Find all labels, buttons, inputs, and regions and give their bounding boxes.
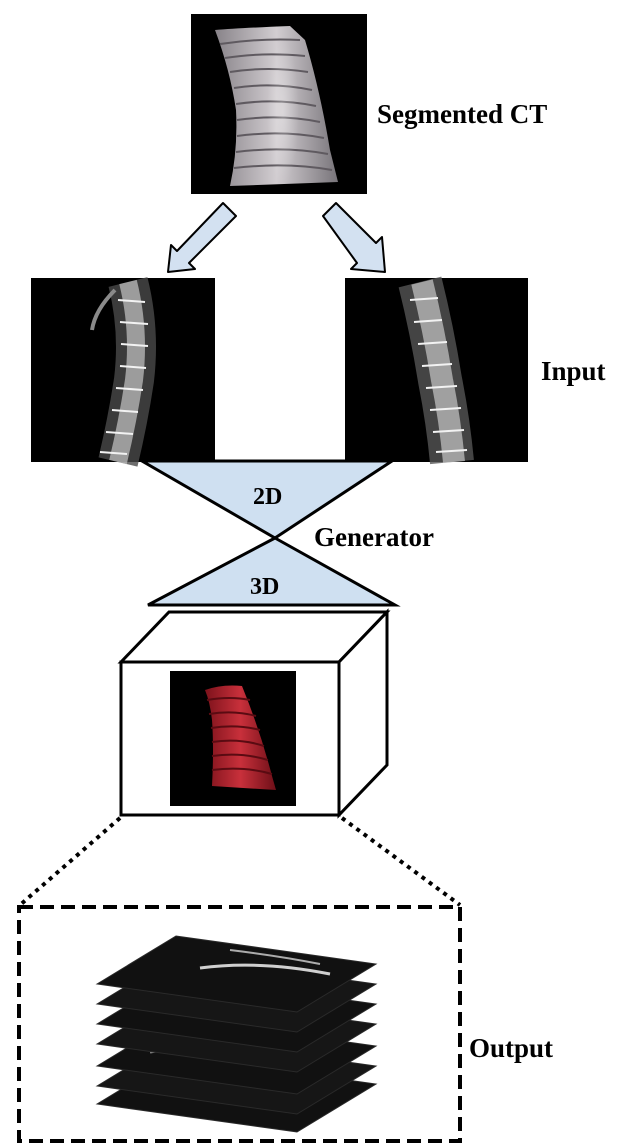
- arrow-right: [323, 203, 385, 272]
- segmented-ct-image: [191, 14, 367, 194]
- input-xray-lateral: [345, 278, 528, 462]
- zoom-line-left: [20, 818, 120, 905]
- output-label: Output: [469, 1033, 553, 1063]
- input-label: Input: [541, 356, 606, 386]
- stage-2d-label: 2D: [253, 484, 282, 510]
- generated-spine-render: [170, 671, 296, 806]
- output-volume-cube: [121, 612, 387, 815]
- input-xray-frontal: [31, 278, 215, 462]
- segmented-ct-label: Segmented CT: [377, 99, 547, 129]
- stage-3d-label: 3D: [250, 574, 279, 600]
- zoom-line-right: [342, 818, 460, 905]
- arrow-left: [168, 203, 236, 272]
- output-slice-stack: [97, 936, 376, 1132]
- generator-label: Generator: [314, 522, 434, 552]
